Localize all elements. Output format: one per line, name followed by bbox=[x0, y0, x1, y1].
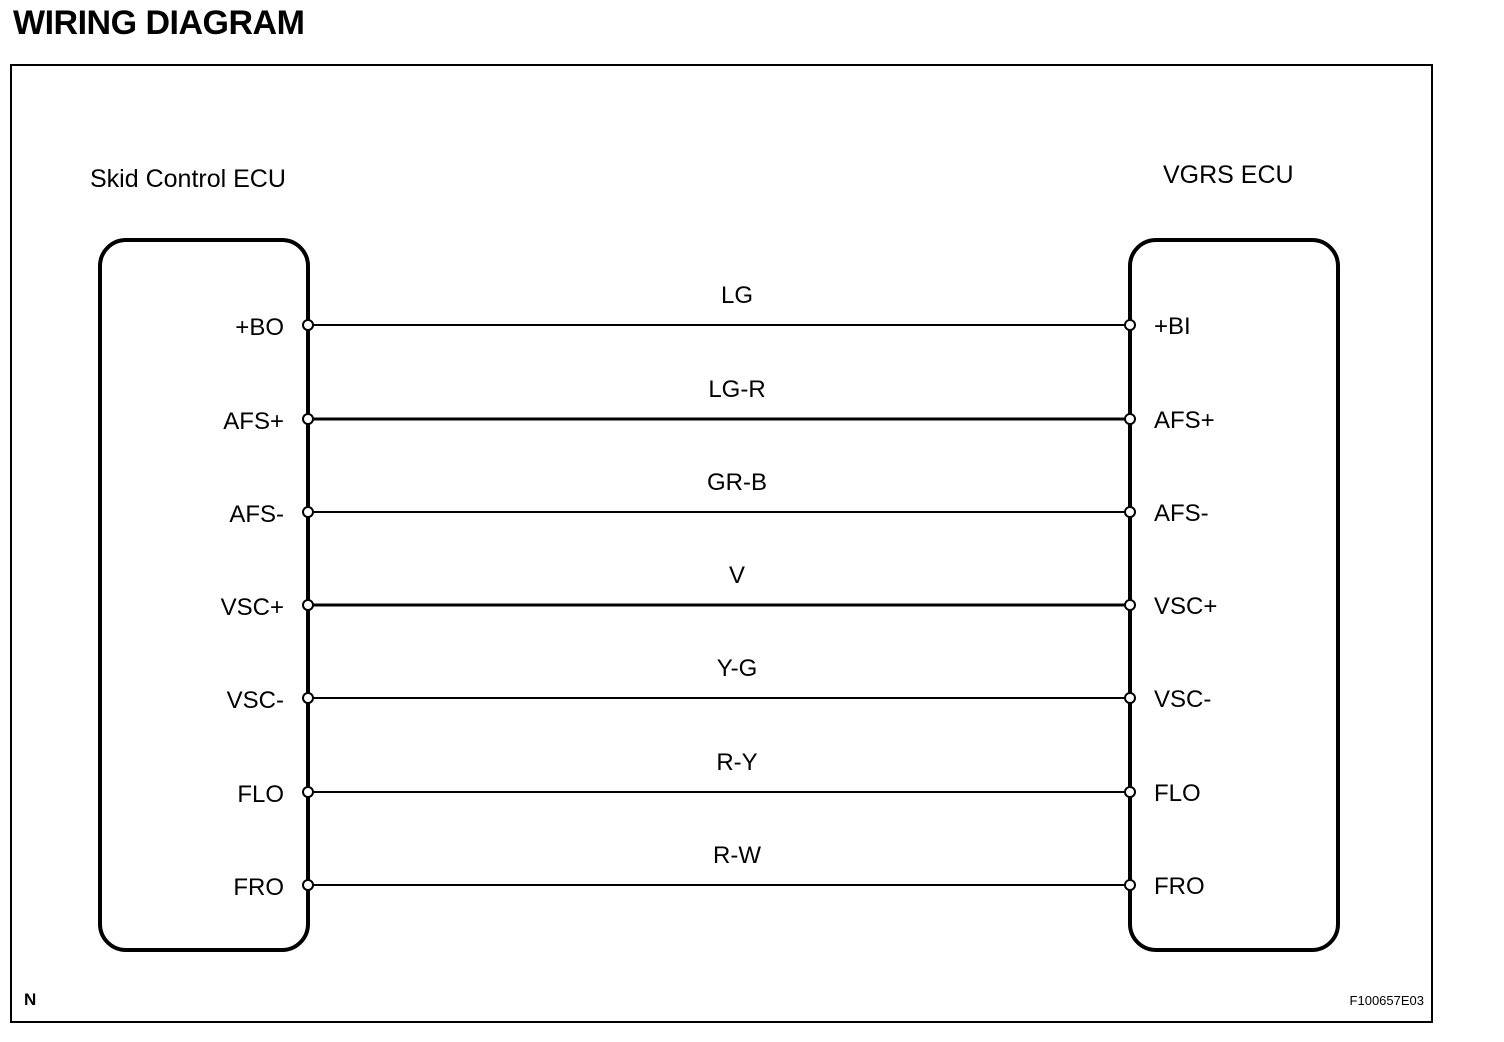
right-terminal-label: AFS- bbox=[1154, 500, 1209, 527]
right-terminal-pin bbox=[1124, 506, 1136, 518]
right-terminal-label: FRO bbox=[1154, 873, 1205, 900]
right-terminal-label: VSC- bbox=[1154, 686, 1211, 713]
skid-control-ecu-box bbox=[98, 238, 310, 952]
right-terminal-pin bbox=[1124, 413, 1136, 425]
left-component-label: Skid Control ECU bbox=[90, 165, 286, 193]
right-component-label: VGRS ECU bbox=[1163, 161, 1294, 189]
right-terminal-label: +BI bbox=[1154, 313, 1191, 340]
right-terminal-pin bbox=[1124, 692, 1136, 704]
diagram-title: WIRING DIAGRAM bbox=[13, 4, 305, 42]
left-terminal-label: +BO bbox=[235, 314, 284, 341]
left-terminal-pin bbox=[302, 413, 314, 425]
left-terminal-label: AFS- bbox=[229, 501, 284, 528]
right-terminal-label: VSC+ bbox=[1154, 593, 1217, 620]
right-terminal-pin bbox=[1124, 599, 1136, 611]
right-terminal-label: FLO bbox=[1154, 780, 1201, 807]
right-terminal-pin bbox=[1124, 786, 1136, 798]
right-terminal-label: AFS+ bbox=[1154, 407, 1215, 434]
wire-color-label: Y-G bbox=[717, 655, 757, 682]
left-terminal-label: FLO bbox=[237, 781, 284, 808]
left-terminal-pin bbox=[302, 506, 314, 518]
left-terminal-label: VSC+ bbox=[221, 594, 284, 621]
wire-color-label: GR-B bbox=[707, 469, 767, 496]
left-terminal-pin bbox=[302, 599, 314, 611]
left-terminal-pin bbox=[302, 692, 314, 704]
wire-color-label: R-W bbox=[713, 842, 761, 869]
right-terminal-pin bbox=[1124, 319, 1136, 331]
wire-color-label: LG-R bbox=[708, 376, 765, 403]
corner-mark: N bbox=[24, 990, 36, 1009]
wire-color-label: LG bbox=[721, 282, 753, 309]
wire-color-label: V bbox=[729, 562, 745, 589]
figure-code: F100657E03 bbox=[1350, 993, 1424, 1008]
left-terminal-label: FRO bbox=[233, 874, 284, 901]
diagram-frame bbox=[10, 64, 1433, 1023]
vgrs-ecu-box bbox=[1128, 238, 1340, 952]
left-terminal-pin bbox=[302, 879, 314, 891]
left-terminal-label: VSC- bbox=[227, 687, 284, 714]
wire-color-label: R-Y bbox=[716, 749, 757, 776]
right-terminal-pin bbox=[1124, 879, 1136, 891]
left-terminal-pin bbox=[302, 319, 314, 331]
left-terminal-label: AFS+ bbox=[223, 408, 284, 435]
left-terminal-pin bbox=[302, 786, 314, 798]
